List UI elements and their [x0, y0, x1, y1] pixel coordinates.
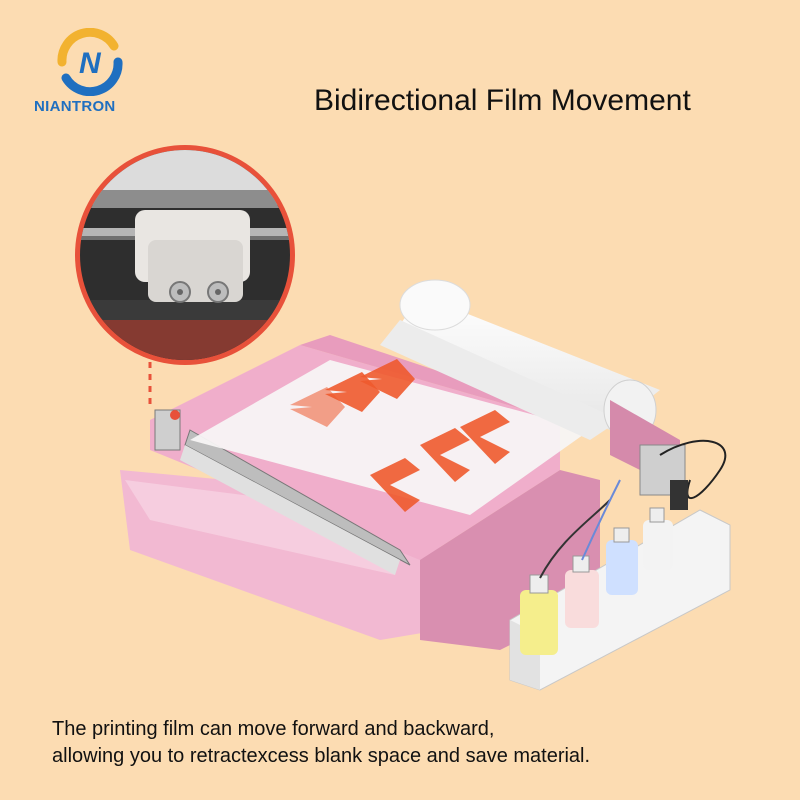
page-title: Bidirectional Film Movement	[314, 84, 691, 117]
right-frame	[610, 400, 727, 510]
n-swoosh-logo-icon: N	[57, 28, 123, 96]
ink-bottle-cyan	[606, 527, 638, 595]
carriage-block	[135, 210, 250, 303]
caption-line-1: The printing film can move forward and b…	[52, 718, 495, 740]
ink-tank	[509, 479, 731, 691]
brand-name: NIANTRON	[34, 98, 116, 115]
ink-bottle-black	[643, 507, 673, 570]
backward-arrows	[370, 410, 510, 512]
svg-text:N: N	[79, 47, 102, 80]
printing-film	[190, 360, 590, 515]
ink-bottle-magenta	[565, 555, 599, 628]
carriage-marker	[170, 410, 180, 420]
zoom-detail-circle	[75, 145, 295, 365]
caption-line-2: allowing you to retractexcess blank spac…	[52, 745, 591, 767]
ink-bottle-yellow	[520, 574, 558, 655]
forward-arrows	[290, 359, 415, 427]
brand-logo: N NIANTRON	[30, 28, 150, 118]
film-roll	[380, 279, 660, 441]
description-text: The printing film can move forward and b…	[52, 716, 590, 770]
